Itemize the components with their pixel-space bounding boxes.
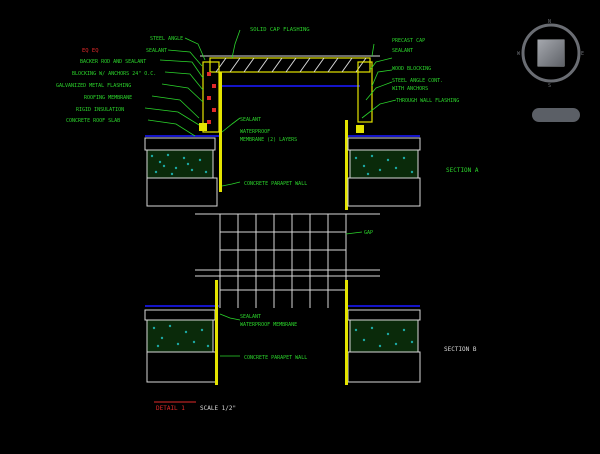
viewcube[interactable]: N E S W — [516, 18, 586, 89]
precast-cap — [200, 55, 380, 87]
left-label-6: RIGID INSULATION — [76, 107, 124, 113]
compass-w: W — [517, 51, 521, 57]
viewcube-icon: N E S W — [517, 19, 584, 89]
center-label-top-2: MEMBRANE (2) LAYERS — [240, 137, 297, 143]
navigation-bar[interactable] — [532, 108, 580, 122]
left-label-1: SEALANT — [146, 48, 167, 54]
right-label-5: THROUGH WALL FLASHING — [396, 98, 459, 104]
gap-label: GAP — [364, 230, 373, 236]
center-label-top-1: WATERPROOF — [240, 129, 270, 135]
left-label-0: STEEL ANGLE — [150, 36, 183, 42]
compass-n: N — [548, 19, 551, 25]
drawing-labels: SOLID CAP FLASHING EQ EQ STEEL ANGLE SEA… — [56, 27, 479, 412]
center-bottom-top: CONCRETE PARAPET WALL — [244, 181, 307, 187]
section-b-label: SECTION B — [444, 346, 477, 353]
left-parapet-upper — [144, 61, 222, 207]
left-label-4: GALVANIZED METAL FLASHING — [56, 83, 131, 89]
top-label: SOLID CAP FLASHING — [250, 27, 310, 33]
left-label-3: BLOCKING W/ ANCHORS 24" O.C. — [72, 71, 156, 77]
detail-title: DETAIL 1 — [156, 405, 185, 412]
right-label-4: WITH ANCHORS — [392, 86, 428, 92]
right-label-3: STEEL ANGLE CONT. — [392, 78, 443, 84]
left-label-5: ROOFING MEMBRANE — [84, 95, 132, 101]
compass-e: E — [581, 51, 584, 57]
right-parapet-upper — [345, 61, 421, 210]
right-label-2: WOOD BLOCKING — [392, 66, 431, 72]
right-label-1: SEALANT — [392, 48, 413, 54]
right-parapet-lower — [345, 280, 421, 385]
compass-s: S — [548, 83, 551, 88]
left-parapet-lower — [144, 280, 219, 385]
left-label-2: BACKER ROD AND SEALANT — [80, 59, 146, 65]
left-label-7: CONCRETE ROOF SLAB — [66, 118, 120, 124]
center-bottom-lower: CONCRETE PARAPET WALL — [244, 355, 307, 361]
center-label-top-0: SEALANT — [240, 117, 261, 123]
leader-lines — [144, 29, 397, 357]
left-red-label: EQ EQ — [82, 48, 99, 54]
grid-break — [195, 213, 380, 308]
right-label-0: PRECAST CAP — [392, 38, 425, 44]
detail-scale: SCALE 1/2" — [200, 405, 236, 412]
center-label-lower-0: SEALANT — [240, 314, 261, 320]
section-a-label: SECTION A — [446, 167, 479, 174]
center-label-lower-1: WATERPROOF MEMBRANE — [240, 322, 297, 328]
